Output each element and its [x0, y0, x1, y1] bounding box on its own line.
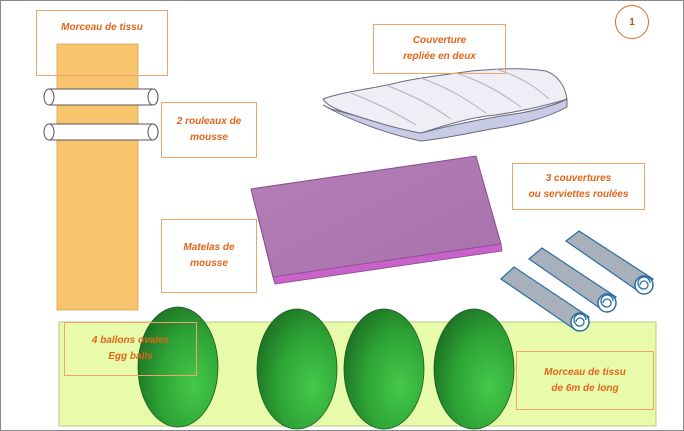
- foam-mattress-line-1: Matelas de: [183, 242, 235, 253]
- egg-ball-icon: [343, 308, 425, 430]
- egg-balls-line-2: Egg balls: [108, 351, 153, 362]
- egg-ball-icon: [256, 308, 338, 430]
- long-fabric-label: Morceau de tissu de 6m de long: [516, 351, 654, 410]
- foam-roll-icon: [43, 123, 159, 141]
- egg-ball-icon: [137, 306, 219, 428]
- egg-balls-label: 4 ballons ovales Egg balls: [64, 322, 197, 376]
- fabric-strip: [56, 43, 139, 311]
- foam-rolls-line-2: mousse: [190, 132, 228, 143]
- foam-rolls-line-1: 2 rouleaux de: [176, 116, 242, 127]
- folded-blanket-label: Couverture repliée en deux: [373, 24, 506, 74]
- foam-mattress-line-2: mousse: [190, 258, 228, 269]
- egg-balls-line-1: 4 ballons ovales: [91, 335, 170, 346]
- rolled-blankets-line-2: ou serviettes roulées: [528, 188, 629, 200]
- foam-mattress-label: Matelas de mousse: [161, 219, 257, 293]
- fabric-piece-label: Morceau de tissu: [36, 10, 168, 76]
- rolled-towel-icon: [564, 230, 654, 295]
- rolled-blankets-label: 3 couvertures ou serviettes roulées: [512, 163, 645, 210]
- rolled-towel-icon: [500, 266, 590, 332]
- rolled-towel-icon: [528, 247, 617, 313]
- foam-roll-icon: [43, 88, 159, 106]
- long-fabric-line-2: de 6m de long: [551, 382, 619, 394]
- folded-blanket-line-2: repliée en deux: [403, 51, 476, 62]
- rolled-blankets-line-1: 3 couvertures: [545, 172, 612, 184]
- egg-ball-icon: [433, 308, 515, 430]
- long-fabric-line-1: Morceau de tissu: [544, 366, 626, 378]
- fabric-piece-text: Morceau de tissu: [61, 22, 143, 33]
- folded-blanket-line-1: Couverture: [412, 35, 467, 46]
- page-number-badge: 1: [615, 5, 649, 39]
- foam-mattress-icon: [250, 155, 503, 285]
- folded-blanket-icon: [322, 68, 568, 142]
- foam-rolls-label: 2 rouleaux de mousse: [161, 102, 257, 158]
